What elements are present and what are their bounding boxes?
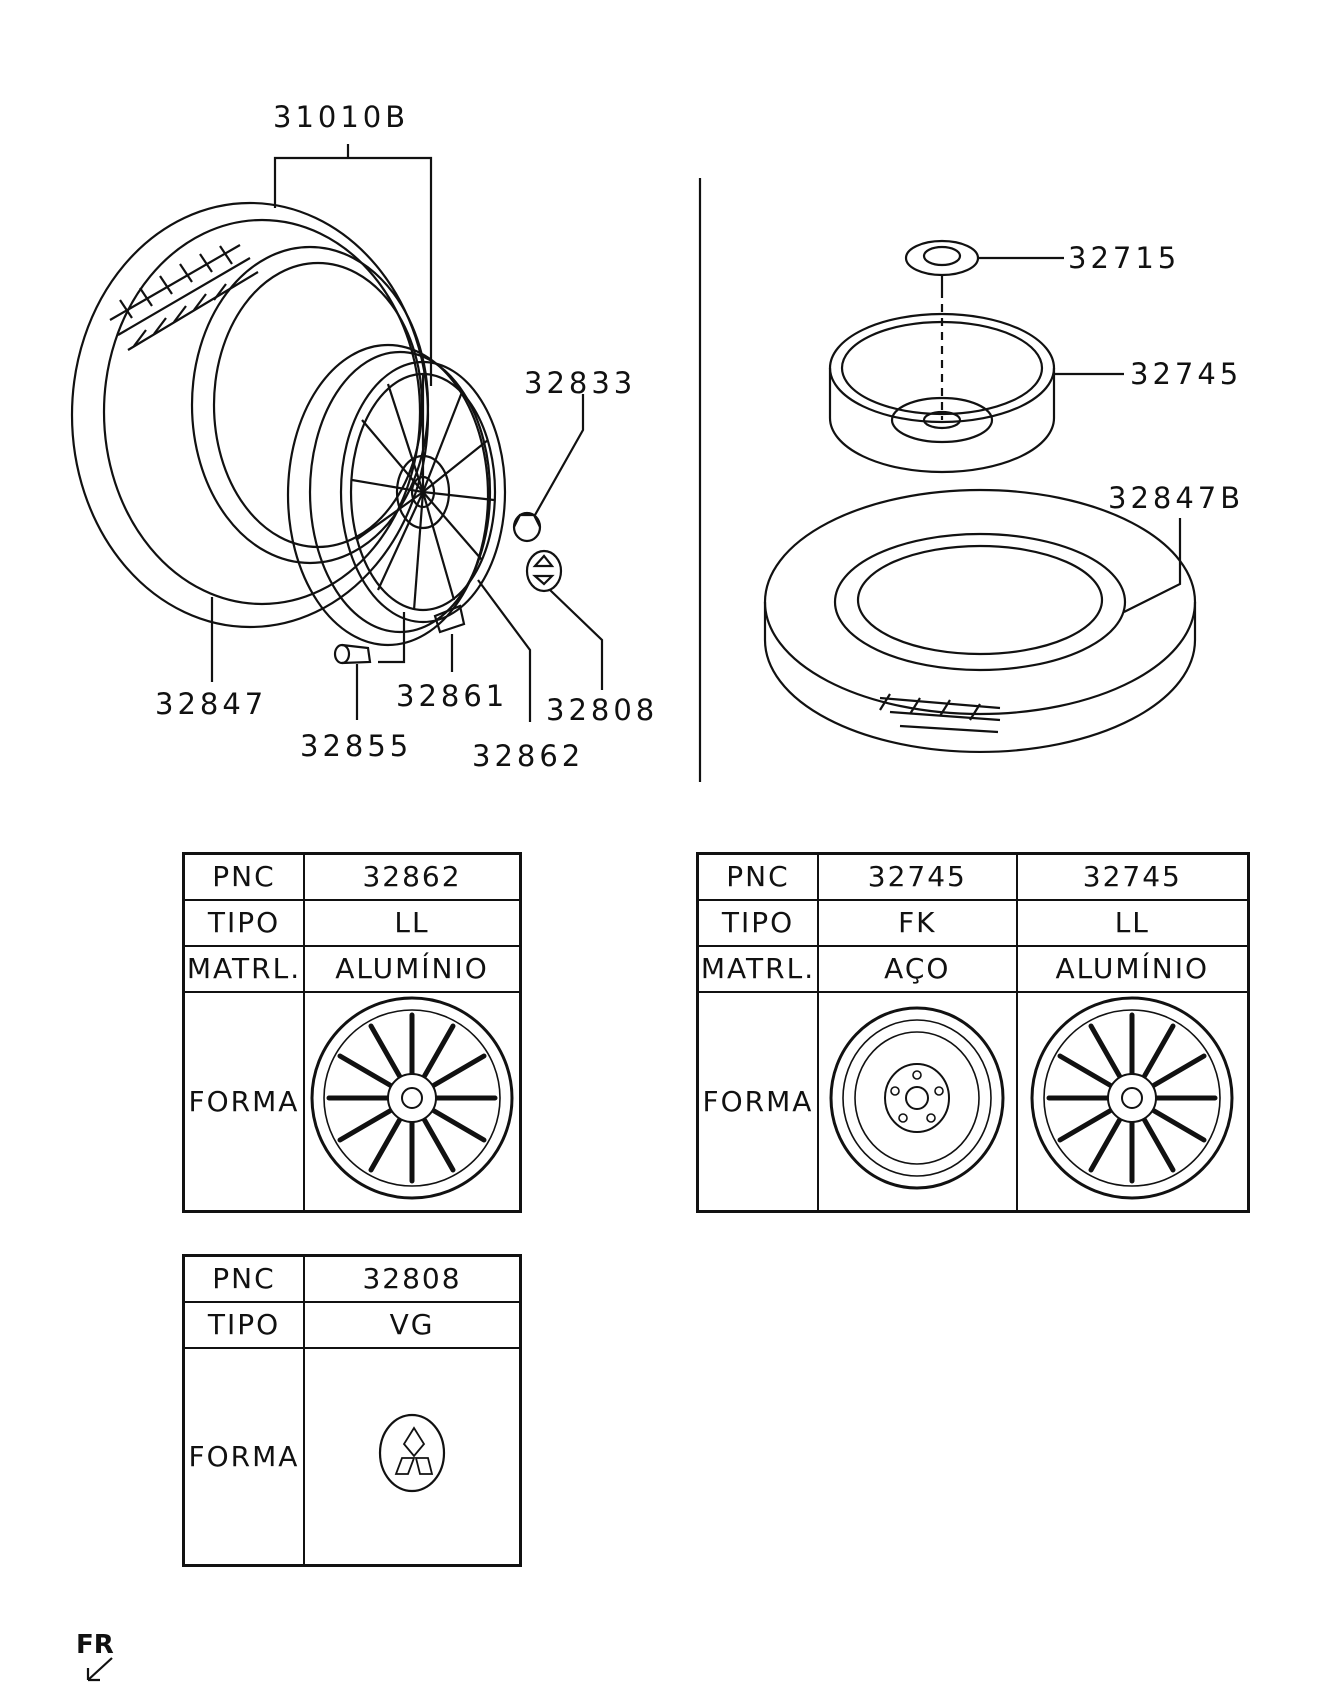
cap-tipo-value: VG: [303, 1300, 522, 1349]
row-header-forma: FORMA: [182, 1346, 305, 1567]
row-header-pnc: PNC: [182, 852, 305, 901]
wheel-forma-cell: [303, 990, 522, 1212]
center-cap-spec-table: PNC 32808 TIPO VG FORMA: [182, 1254, 522, 1567]
center-cap-icon: [378, 1413, 446, 1492]
alloy-wheel-icon: [1030, 996, 1234, 1199]
row-header-forma: FORMA: [696, 990, 819, 1212]
wheel-tipo-value: LL: [303, 898, 522, 947]
row-header-pnc: PNC: [696, 852, 819, 901]
spare-steel-matrl-value: AÇO: [817, 944, 1018, 993]
front-orientation-label: FR: [76, 1630, 114, 1660]
wheel-pnc-value: 32862: [303, 852, 522, 901]
callout-32861: 32861: [396, 679, 508, 713]
spare-steel-pnc-value: 32745: [817, 852, 1018, 901]
callout-32715: 32715: [1068, 241, 1180, 275]
callout-31010B: 31010B: [273, 100, 409, 134]
valve-stem-drawing: [333, 643, 372, 665]
row-header-forma: FORMA: [182, 990, 305, 1212]
callout-32808: 32808: [546, 693, 658, 727]
spare-alloy-forma-cell: [1015, 990, 1250, 1212]
alloy-wheel-icon: [310, 996, 514, 1199]
steel-wheel-icon: [829, 1006, 1005, 1189]
callout-labels: 31010B 32847 32833 32855 32861 32808 328…: [155, 100, 1244, 773]
cap-forma-cell: [303, 1346, 522, 1567]
spare-alloy-matrl-value: ALUMÍNIO: [1015, 944, 1250, 993]
lug-nut-drawing: [512, 511, 542, 543]
callout-32847: 32847: [155, 687, 267, 721]
cap-pnc-value: 32808: [303, 1254, 522, 1303]
row-header-matrl: MATRL.: [696, 944, 819, 993]
row-header-pnc: PNC: [182, 1254, 305, 1303]
spare-steel-tipo-value: FK: [817, 898, 1018, 947]
row-header-matrl: MATRL.: [182, 944, 305, 993]
wheel-matrl-value: ALUMÍNIO: [303, 944, 522, 993]
spare-alloy-pnc-value: 32745: [1015, 852, 1250, 901]
spare-steel-forma-cell: [817, 990, 1018, 1212]
balance-weight-drawing: [433, 604, 466, 634]
callout-32833: 32833: [524, 366, 636, 400]
center-cap-drawing: [525, 549, 563, 593]
spare-alloy-tipo-value: LL: [1015, 898, 1250, 947]
callout-32847B: 32847B: [1108, 481, 1244, 515]
callout-32862: 32862: [472, 739, 584, 773]
row-header-tipo: TIPO: [182, 898, 305, 947]
spare-wheel-spec-table: PNC 32745 32745 TIPO FK LL MATRL. AÇO AL…: [696, 852, 1250, 1213]
spare-assembly-drawing: [763, 239, 1197, 754]
callout-32745: 32745: [1130, 357, 1242, 391]
front-direction-arrow-icon: [86, 1657, 113, 1682]
row-header-tipo: TIPO: [696, 898, 819, 947]
callout-32855: 32855: [300, 729, 412, 763]
tire-assembly-drawing: [70, 144, 604, 722]
wheel-spec-table: PNC 32862 TIPO LL MATRL. ALUMÍNIO FORMA: [182, 852, 522, 1213]
row-header-tipo: TIPO: [182, 1300, 305, 1349]
